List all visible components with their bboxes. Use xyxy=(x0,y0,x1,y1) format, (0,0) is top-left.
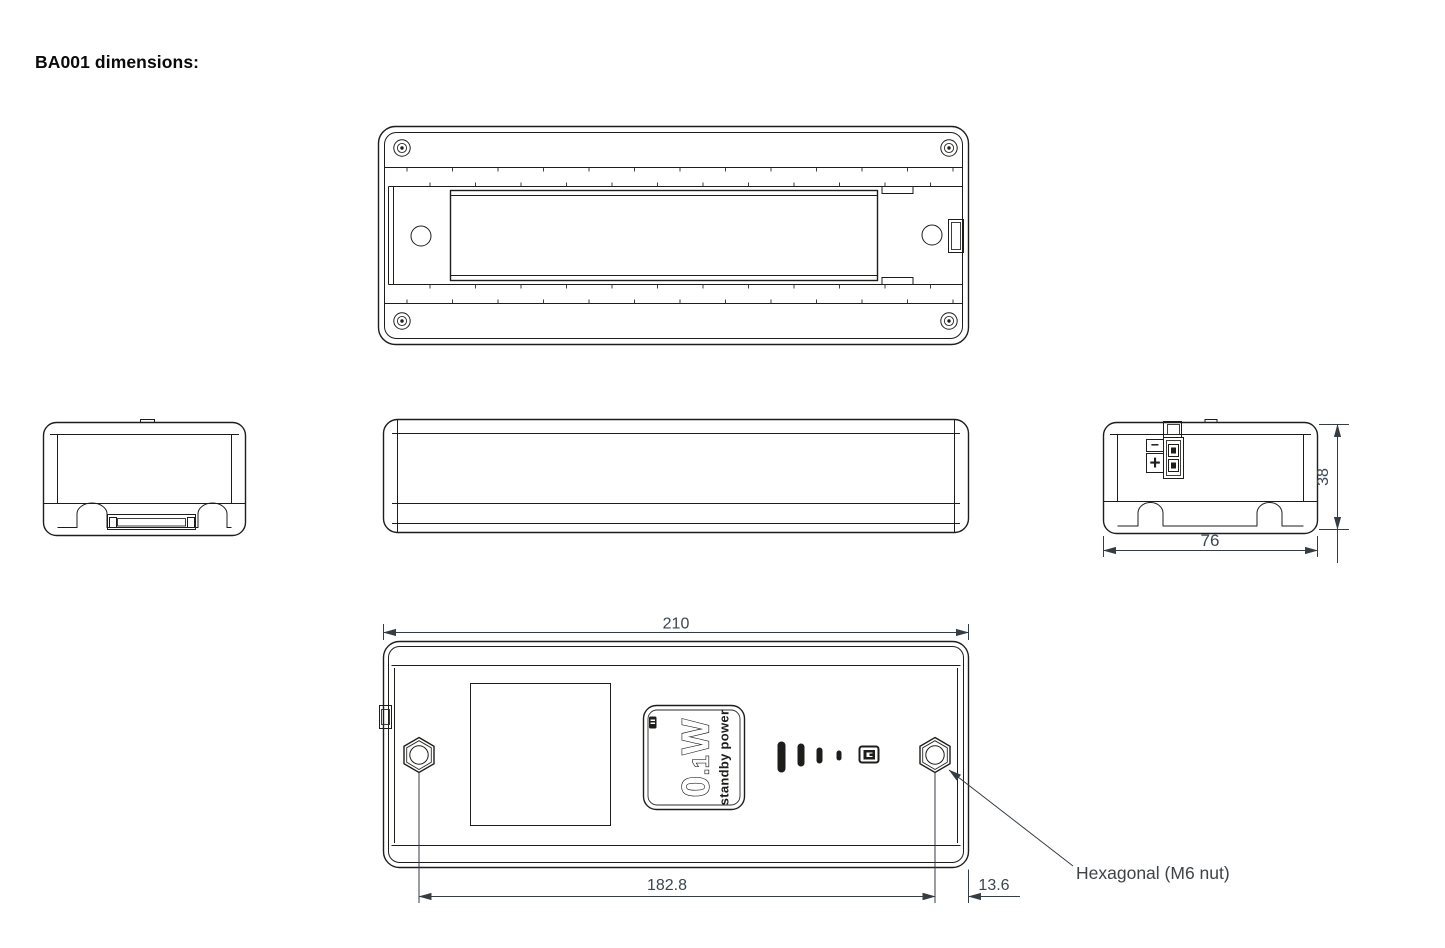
connector-pin-hole xyxy=(1168,459,1179,472)
top-view xyxy=(377,125,970,346)
top-tab xyxy=(1204,419,1218,423)
face-panel-lines xyxy=(391,665,961,846)
side-clip xyxy=(379,705,392,729)
leader-arrow xyxy=(948,769,1074,867)
negative-symbol: − xyxy=(1151,437,1159,453)
right-side-outline xyxy=(1102,421,1319,535)
vent-tick-marks xyxy=(406,167,954,172)
dc-terminal: − + xyxy=(1146,421,1184,479)
led-bar-icon xyxy=(816,747,823,764)
dim-overall-length-label: 210 xyxy=(663,616,690,633)
vent-tick-marks xyxy=(406,299,954,304)
hex-nut-left xyxy=(403,736,435,774)
logo-subtitle: standby power xyxy=(717,710,732,806)
dim-body-width: 76 xyxy=(1102,531,1319,557)
left-side-view xyxy=(42,419,247,537)
connector-latch-tab-inner xyxy=(1167,424,1180,435)
front-view xyxy=(382,418,970,534)
front-view-outline xyxy=(382,418,970,534)
standby-power-logo: 0.1W standby power xyxy=(642,704,746,811)
vent-tick-marks xyxy=(429,284,931,289)
logo-outline xyxy=(642,704,746,811)
bottom-view-inner-outline xyxy=(388,646,964,863)
corner-screw xyxy=(940,312,958,330)
hex-nut-annotation-label: Hexagonal (M6 nut) xyxy=(1076,863,1230,883)
dim-nut-spacing: 182.8 xyxy=(418,772,936,903)
dim-nut-spacing-label: 182.8 xyxy=(647,877,687,894)
dim-nut-to-edge: 13.6 xyxy=(913,869,1020,903)
mount-arches xyxy=(76,502,228,528)
mount-arches xyxy=(1137,502,1283,527)
connector-latch-tab xyxy=(1163,421,1182,438)
dim-body-height-label: 38 xyxy=(1315,468,1332,486)
annotation-hex-nut: Hexagonal (M6 nut) xyxy=(948,769,1230,883)
vent-band-lines xyxy=(384,167,963,304)
slot-outline xyxy=(948,219,964,253)
connector-housing-inner xyxy=(1166,440,1181,476)
right-side-inner-lines xyxy=(1103,434,1318,502)
logo-corner-mark xyxy=(649,716,657,729)
button-icon xyxy=(858,745,880,764)
corner-screw xyxy=(940,139,958,157)
bottom-connector xyxy=(107,514,196,530)
led-indicator-bars xyxy=(777,741,842,773)
left-side-inner-lines xyxy=(43,434,246,504)
corner-screw xyxy=(393,139,411,157)
connector-pin xyxy=(1171,462,1176,469)
dim-extension-lines xyxy=(418,772,936,903)
connector-pin-hole xyxy=(1168,444,1179,457)
top-view-outline xyxy=(377,125,970,346)
top-view-inner-outline xyxy=(384,132,963,339)
bottom-view-outline xyxy=(382,640,970,869)
bottom-view: 0.1W standby power xyxy=(379,616,1230,903)
dim-extension-lines xyxy=(1319,424,1349,563)
logo-inner-outline xyxy=(647,709,741,806)
led-bar-icon xyxy=(797,743,805,767)
battery-plate-outline xyxy=(449,189,879,282)
hex-nut-right xyxy=(919,736,951,774)
right-hole xyxy=(921,224,943,246)
left-hole xyxy=(410,225,432,247)
connector-pin xyxy=(1171,447,1176,454)
label-area xyxy=(470,683,611,826)
right-side-view: − + 38 76 xyxy=(1102,419,1349,563)
corner-screw xyxy=(393,312,411,330)
page-title: BA001 dimensions: xyxy=(35,52,200,72)
latch-notches xyxy=(881,186,914,285)
dim-body-width-label: 76 xyxy=(1201,531,1220,550)
dim-nut-to-edge-label: 13.6 xyxy=(978,877,1009,894)
positive-symbol: + xyxy=(1149,453,1160,474)
left-side-outline xyxy=(42,421,247,537)
vent-tick-marks xyxy=(429,182,931,187)
front-view-inner-lines xyxy=(392,420,960,532)
top-tab xyxy=(140,419,155,423)
recess-edge-lines xyxy=(388,186,963,285)
led-bar-icon xyxy=(836,750,842,761)
led-bar-icon xyxy=(777,741,786,773)
dim-body-height: 38 xyxy=(1315,423,1349,563)
battery-plate-inner-lines xyxy=(450,195,878,276)
dim-overall-length: 210 xyxy=(382,616,970,640)
slot-inner xyxy=(951,222,961,250)
logo-value: 0.1W xyxy=(676,718,718,797)
